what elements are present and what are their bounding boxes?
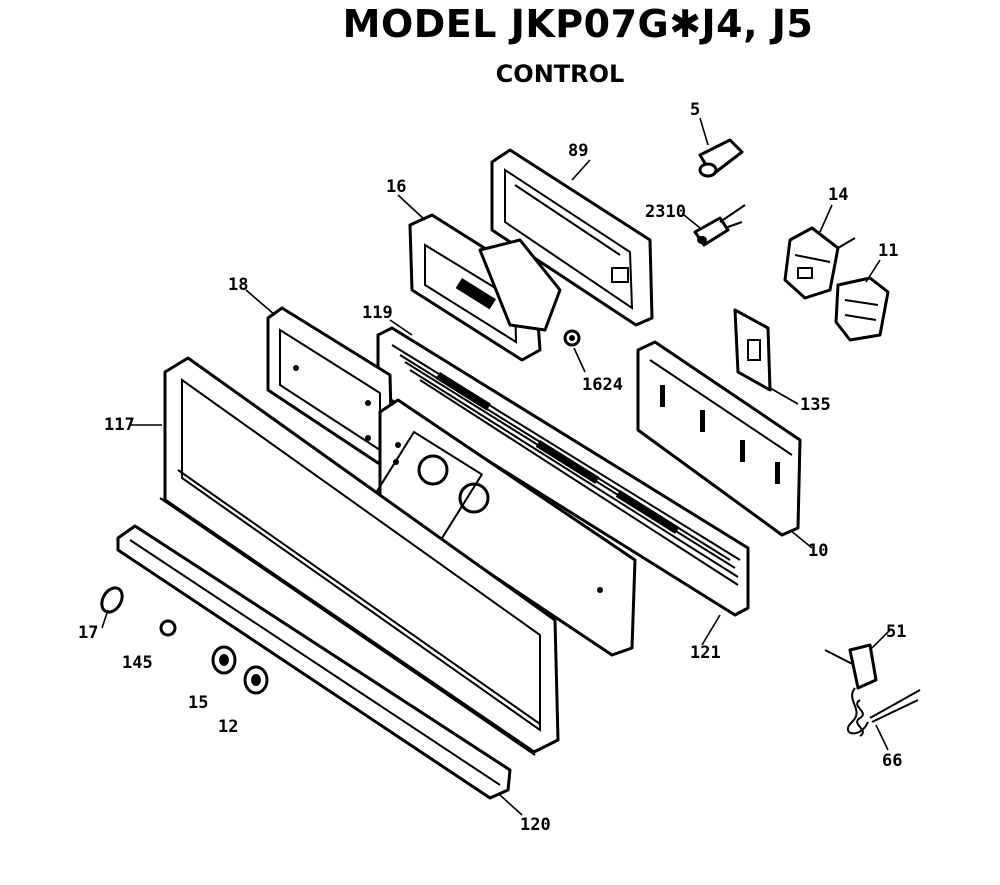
part-10-back-panel — [636, 340, 802, 537]
label-16: 16 — [386, 177, 406, 197]
callout-labels: 5 89 16 2310 14 11 18 119 1624 135 117 1… — [78, 100, 906, 835]
label-18: 18 — [228, 275, 248, 295]
label-15: 15 — [188, 693, 208, 713]
label-119: 119 — [362, 303, 393, 323]
label-66: 66 — [882, 751, 902, 771]
part-1624-nut — [563, 329, 581, 347]
part-2310-lamp — [693, 204, 746, 247]
label-145: 145 — [122, 653, 153, 673]
label-12: 12 — [218, 717, 238, 737]
model-title: MODEL JKP07G✱J4, J5 — [342, 2, 814, 46]
part-16-timer-housing — [408, 213, 562, 362]
part-51-66-wire-harness — [824, 643, 921, 737]
label-121: 121 — [690, 643, 721, 663]
label-120: 120 — [520, 815, 551, 835]
label-14: 14 — [828, 185, 848, 205]
label-117: 117 — [104, 415, 135, 435]
part-10-control-panel — [369, 398, 637, 657]
label-89: 89 — [568, 141, 588, 161]
label-11: 11 — [878, 241, 898, 261]
part-117-trim-frame — [159, 356, 560, 756]
part-17-knob — [100, 586, 124, 614]
section-title: CONTROL — [495, 60, 625, 88]
part-15-knob — [211, 645, 237, 675]
leader-lines — [101, 117, 891, 816]
label-5: 5 — [690, 100, 700, 120]
part-145-clip — [159, 619, 177, 637]
part-11-receptacle — [834, 276, 890, 342]
part-12-knob — [243, 665, 269, 695]
label-51: 51 — [886, 622, 906, 642]
part-119-121-circuit-board — [376, 326, 750, 617]
part-120-bottom-trim — [116, 524, 512, 800]
label-17: 17 — [78, 623, 98, 643]
part-135-bracket — [733, 308, 772, 392]
label-10: 10 — [808, 541, 828, 561]
part-89-bracket — [490, 148, 654, 327]
label-135: 135 — [800, 395, 831, 415]
part-14-switch — [783, 226, 856, 300]
label-2310: 2310 — [645, 202, 686, 222]
part-5-knob-stem — [698, 138, 744, 178]
label-1624: 1624 — [582, 375, 623, 395]
